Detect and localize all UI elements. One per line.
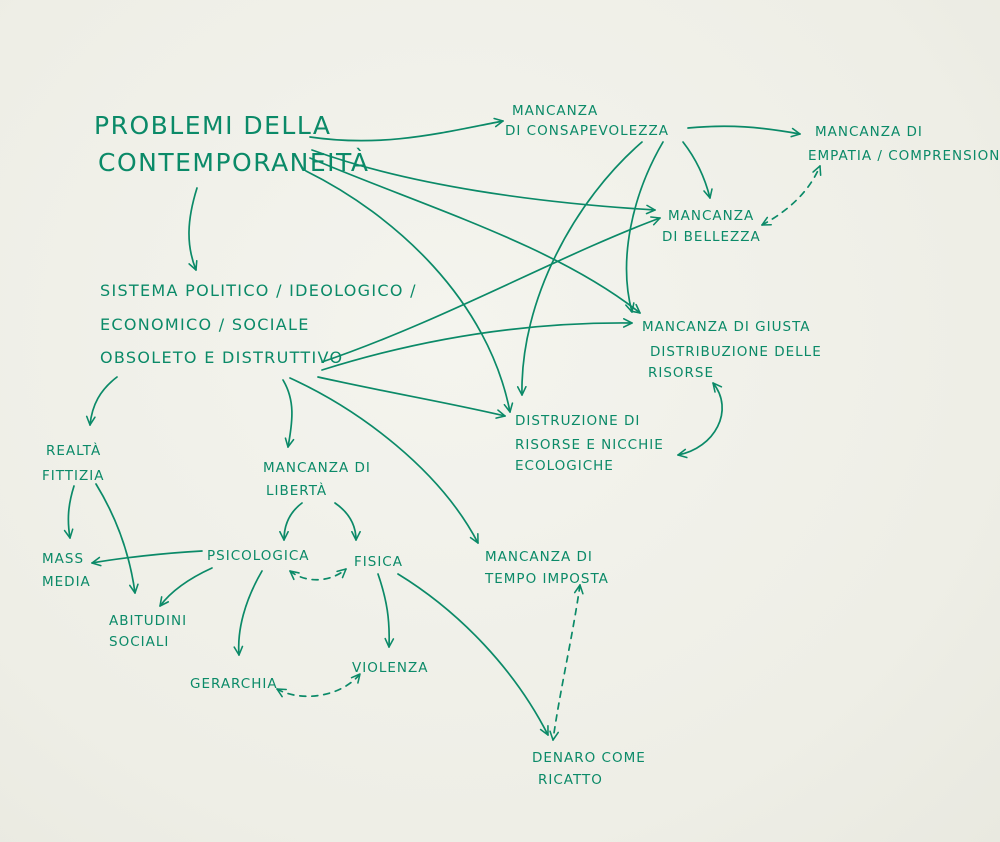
node-mancanza-di-empatia: MANCANZA DI EMPATIA / COMPRENSIONE xyxy=(808,124,1000,164)
node-mancanza-di-tempo: MANCANZA DI TEMPO IMPOSTA xyxy=(484,549,609,587)
node-abitudini-sociali: ABITUDINI SOCIALI xyxy=(109,613,192,650)
node-problemi-della-contemporaneita: PROBLEMI DELLA CONTEMPORANEITÀ xyxy=(94,111,370,177)
node-consapevolezza-line-2: DI CONSAPEVOLEZZA xyxy=(505,123,669,139)
edge-sistema-to-liberta xyxy=(282,379,295,448)
edge-liberta-to-fisica xyxy=(334,502,361,541)
edge-psicologica-to-gerarchia xyxy=(233,570,263,656)
node-violenza-line-1: VIOLENZA xyxy=(352,660,428,676)
node-empatia-line-2: EMPATIA / COMPRENSIONE xyxy=(808,148,1000,164)
edge-problemi-to-giusta xyxy=(309,157,641,314)
nodes: PROBLEMI DELLA CONTEMPORANEITÀ MANCANZA … xyxy=(42,103,1000,788)
edge-sistema-to-distruzione xyxy=(317,376,506,419)
node-realta-fittizia: REALTÀ FITTIZIA xyxy=(42,442,107,484)
node-realta-line-1: REALTÀ xyxy=(46,442,101,459)
node-giusta-line-1: MANCANZA DI GIUSTA xyxy=(642,319,811,335)
node-denaro-come-ricatto: DENARO COME RICATTO xyxy=(532,750,651,788)
node-distruzione-line-2: RISORSE E NICCHIE xyxy=(515,437,664,453)
edge-consapevolezza-to-giusta xyxy=(625,141,664,313)
edge-sistema-to-giusta xyxy=(321,318,633,371)
node-mancanza-di-bellezza: MANCANZA DI BELLEZZA xyxy=(662,208,761,245)
node-bellezza-line-1: MANCANZA xyxy=(668,208,754,224)
node-sistema-line-2: ECONOMICO / SOCIALE xyxy=(100,315,310,334)
node-psicologica-line-1: PSICOLOGICA xyxy=(207,548,310,564)
node-realta-line-2: FITTIZIA xyxy=(42,468,104,484)
edges xyxy=(63,117,822,741)
node-empatia-line-1: MANCANZA DI xyxy=(815,124,923,140)
edge-psicologica-fisica xyxy=(289,568,347,581)
node-denaro-line-2: RICATTO xyxy=(538,772,603,788)
node-giusta-line-3: RISORSE xyxy=(648,365,714,381)
node-mass-media: MASS MEDIA xyxy=(42,551,91,590)
node-tempo-line-1: MANCANZA DI xyxy=(485,549,593,565)
edge-realta-to-abitudini xyxy=(95,483,139,594)
node-gerarchia: GERARCHIA xyxy=(190,676,278,692)
edge-psicologica-to-mass xyxy=(91,550,203,567)
node-distruzione-line-1: DISTRUZIONE DI xyxy=(515,413,640,429)
edge-consapevolezza-to-distruzione xyxy=(516,141,643,396)
node-distruzione-line-3: ECOLOGICHE xyxy=(515,458,614,474)
node-mass-line-2: MEDIA xyxy=(42,574,91,590)
edge-sistema-to-realta xyxy=(85,376,118,426)
edge-empatia-bellezza xyxy=(761,165,822,226)
node-giusta-line-2: DISTRIBUZIONE DELLE xyxy=(650,344,822,360)
edge-fisica-to-violenza xyxy=(377,573,395,648)
edge-fisica-to-denaro xyxy=(397,573,549,736)
edge-sistema-to-bellezza xyxy=(321,216,661,363)
node-mass-line-1: MASS xyxy=(42,551,84,567)
node-consapevolezza-line-1: MANCANZA xyxy=(512,103,598,119)
node-fisica-line-1: FISICA xyxy=(354,554,403,570)
node-sistema-line-1: SISTEMA POLITICO / IDEOLOGICO / xyxy=(100,281,417,300)
node-gerarchia-line-1: GERARCHIA xyxy=(190,676,278,692)
edge-problemi-to-bellezza xyxy=(311,149,656,215)
node-distruzione-risorse: DISTRUZIONE DI RISORSE E NICCHIE ECOLOGI… xyxy=(515,413,669,474)
edge-psicologica-to-abitudini xyxy=(159,567,213,607)
node-mancanza-di-consapevolezza: MANCANZA DI CONSAPEVOLEZZA xyxy=(505,103,669,139)
node-psicologica: PSICOLOGICA xyxy=(207,548,310,564)
node-problemi-line-1: PROBLEMI DELLA xyxy=(94,111,331,140)
edge-problemi-to-distruzione xyxy=(305,170,514,413)
node-violenza: VIOLENZA xyxy=(352,660,428,676)
node-problemi-line-2: CONTEMPORANEITÀ xyxy=(98,148,370,177)
node-mancanza-di-liberta: MANCANZA DI LIBERTÀ xyxy=(263,460,376,499)
node-liberta-line-1: MANCANZA DI xyxy=(263,460,371,476)
node-liberta-line-2: LIBERTÀ xyxy=(266,482,327,499)
edge-problemi-to-consapevolezza xyxy=(309,117,504,142)
edge-sistema-to-tempo xyxy=(289,377,479,544)
edge-tempo-denaro xyxy=(549,584,584,741)
edge-problemi-to-sistema xyxy=(188,187,198,271)
node-abitudini-line-1: ABITUDINI xyxy=(109,613,187,629)
node-denaro-line-1: DENARO COME xyxy=(532,750,646,766)
edge-gerarchia-violenza xyxy=(276,673,361,698)
edge-consapevolezza-to-bellezza xyxy=(682,141,713,199)
node-abitudini-line-2: SOCIALI xyxy=(109,634,169,650)
edge-giusta-distruzione xyxy=(677,382,723,459)
node-sistema: SISTEMA POLITICO / IDEOLOGICO / ECONOMIC… xyxy=(100,281,423,367)
node-bellezza-line-2: DI BELLEZZA xyxy=(662,229,761,245)
node-fisica: FISICA xyxy=(354,554,403,570)
edge-liberta-to-psicologica xyxy=(279,502,303,541)
node-tempo-line-2: TEMPO IMPOSTA xyxy=(484,571,609,587)
edge-consapevolezza-to-empatia xyxy=(687,125,801,138)
node-sistema-line-3: OBSOLETO E DISTRUTTIVO xyxy=(100,348,343,367)
edge-realta-to-mass xyxy=(63,485,75,539)
node-mancanza-di-giusta-distribuzione: MANCANZA DI GIUSTA DISTRIBUZIONE DELLE R… xyxy=(642,319,827,381)
